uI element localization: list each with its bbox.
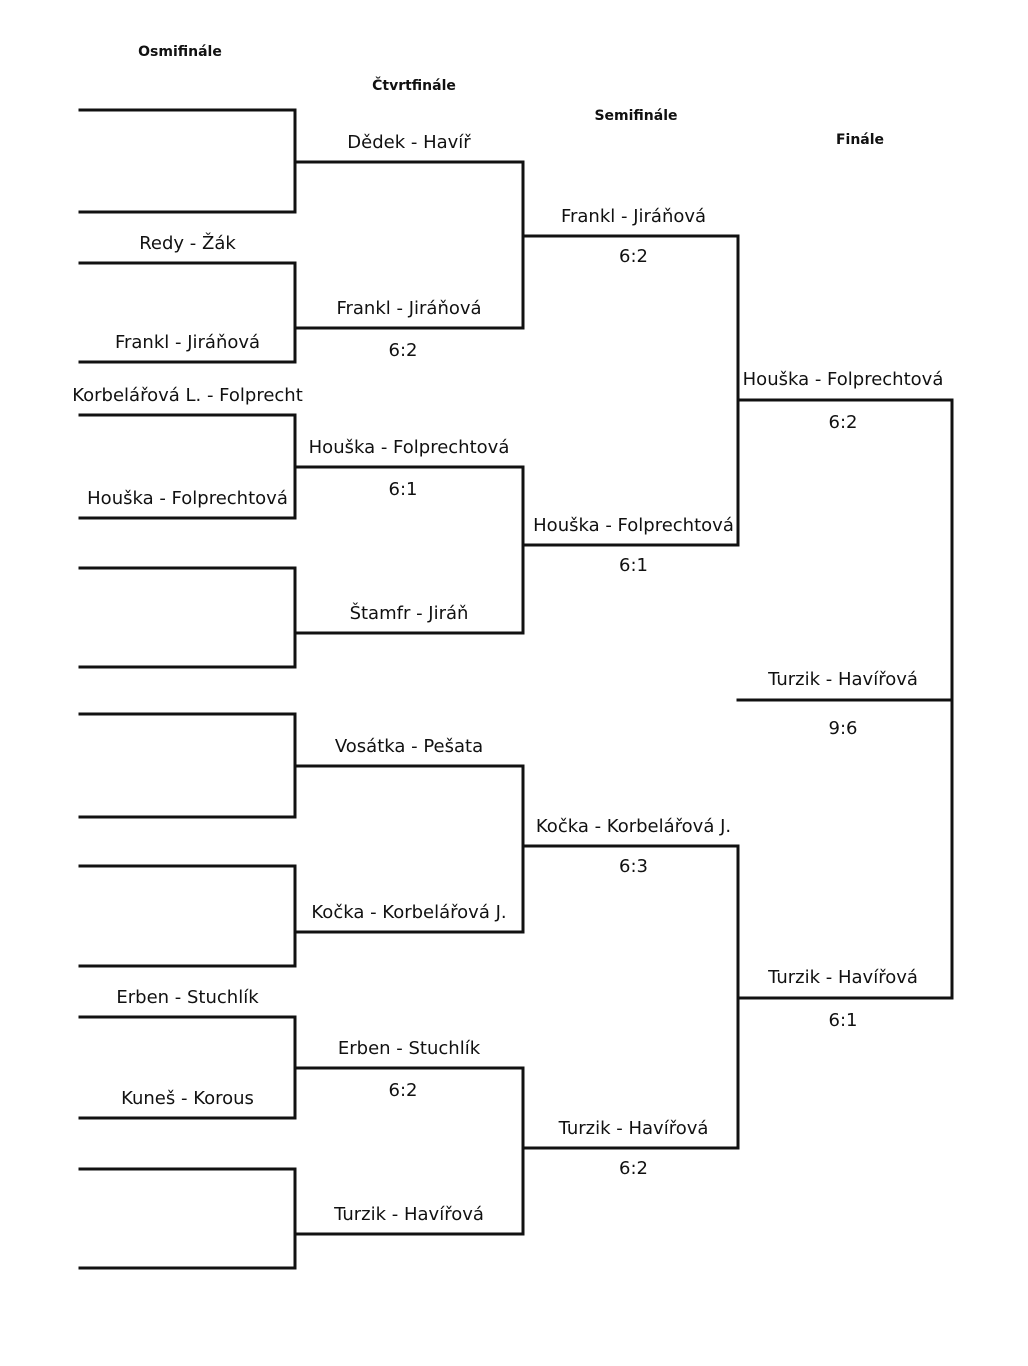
round-title-final: Finále bbox=[835, 132, 885, 148]
champion-score: 9:6 bbox=[828, 718, 858, 739]
qf-team-label: Frankl - Jiráňová bbox=[336, 298, 482, 319]
final-score: 6:1 bbox=[828, 1010, 858, 1031]
qf-score: 6:2 bbox=[388, 340, 418, 361]
qf-team-label: Dědek - Havíř bbox=[347, 132, 471, 153]
qf-team-label: Turzik - Havířová bbox=[334, 1204, 484, 1225]
sf-team-label: Turzik - Havířová bbox=[558, 1118, 709, 1139]
final-team-label: Turzik - Havířová bbox=[768, 967, 918, 988]
r16-team-label: Erben - Stuchlík bbox=[116, 987, 259, 1008]
qf-team-label: Kočka - Korbelářová J. bbox=[311, 902, 507, 923]
qf-score: 6:1 bbox=[388, 479, 418, 500]
qf-team-label: Erben - Stuchlík bbox=[337, 1038, 481, 1059]
qf-team-label: Houška - Folprechtová bbox=[308, 437, 510, 458]
sf-score: 6:3 bbox=[619, 856, 648, 877]
r16-team-label: Kuneš - Korous bbox=[121, 1088, 254, 1109]
r16-team-label: Houška - Folprechtová bbox=[87, 488, 288, 509]
r16-team-label: Frankl - Jiráňová bbox=[114, 332, 261, 353]
champion-team-label: Turzik - Havířová bbox=[768, 669, 918, 690]
sf-score: 6:2 bbox=[619, 246, 648, 267]
round-title-sf: Semifinále bbox=[594, 108, 678, 124]
qf-team-label: Vosátka - Pešata bbox=[334, 736, 484, 757]
sf-team-label: Houška - Folprechtová bbox=[533, 515, 734, 536]
r16-team-label: Korbelářová L. - Folprecht bbox=[72, 385, 303, 406]
sf-score: 6:1 bbox=[619, 555, 648, 576]
final-team-label: Houška - Folprechtová bbox=[742, 369, 944, 390]
sf-team-label: Kočka - Korbelářová J. bbox=[535, 816, 732, 837]
r16-team-label: Redy - Žák bbox=[139, 233, 236, 254]
qf-score: 6:2 bbox=[388, 1080, 418, 1101]
round-title-r16: Osmifinále bbox=[138, 44, 222, 60]
round-title-qf: Čtvrtfinále bbox=[372, 78, 456, 94]
sf-team-label: Frankl - Jiráňová bbox=[560, 206, 707, 227]
qf-team-label: Štamfr - Jiráň bbox=[349, 603, 469, 624]
sf-score: 6:2 bbox=[619, 1158, 648, 1179]
final-score: 6:2 bbox=[828, 412, 858, 433]
